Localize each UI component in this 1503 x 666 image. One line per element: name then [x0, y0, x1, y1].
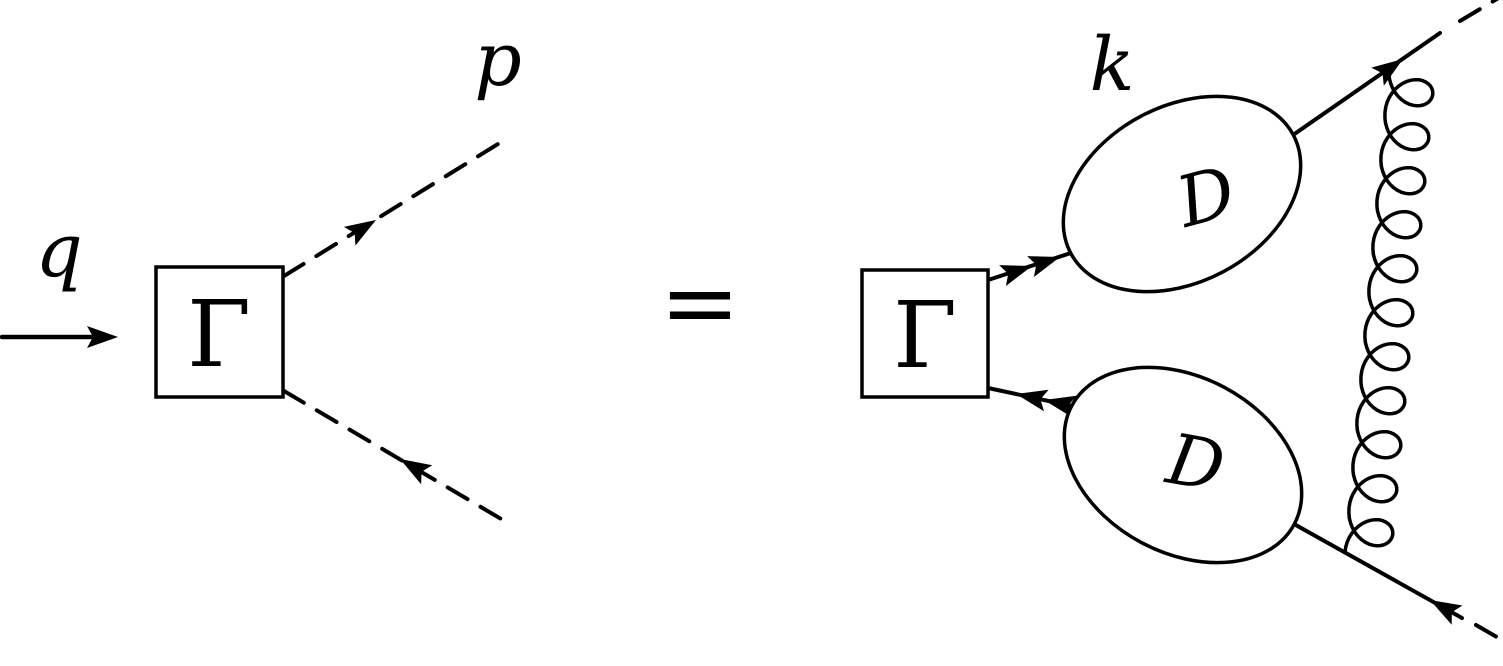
gamma-label-left: Γ: [187, 281, 251, 388]
incoming-antiquark-leg-dashed: [282, 389, 510, 525]
p-momentum-label: p: [474, 17, 521, 103]
propagator-blob-upper: [1061, 94, 1303, 294]
lower-outgoing-arrowhead-icon: [1424, 590, 1463, 625]
outgoing-quark-leg-dashed: [282, 142, 500, 278]
upper-dashed-continuation: [1458, 0, 1500, 23]
vertex-box-right: [860, 268, 990, 399]
incoming-momentum-arrow: [0, 326, 118, 348]
equals-sign: =: [660, 247, 740, 359]
propagator-blob-lower: [1062, 365, 1304, 565]
outgoing-quark-arrowhead-icon: [343, 210, 382, 246]
lhs-vertex-diagram: q Γ p: [0, 17, 522, 525]
gamma-label-right: Γ: [893, 282, 957, 389]
gluon-exchange-coil: [1343, 66, 1435, 554]
lower-dashed-continuation: [1474, 623, 1503, 643]
upper-internal-arrowhead2-icon: [1027, 246, 1064, 278]
rhs-loop-diagram: Γ D D k: [860, 0, 1503, 643]
upper-internal-arrowhead-icon: [999, 255, 1036, 287]
lower-internal-arrowhead-icon: [1013, 383, 1049, 412]
antiquark-arrowhead-icon: [394, 449, 433, 485]
vertex-box-left: [154, 265, 285, 399]
upper-outgoing-line: [1291, 31, 1442, 137]
k-momentum-label: k: [1090, 22, 1135, 108]
q-momentum-label: q: [35, 208, 82, 294]
